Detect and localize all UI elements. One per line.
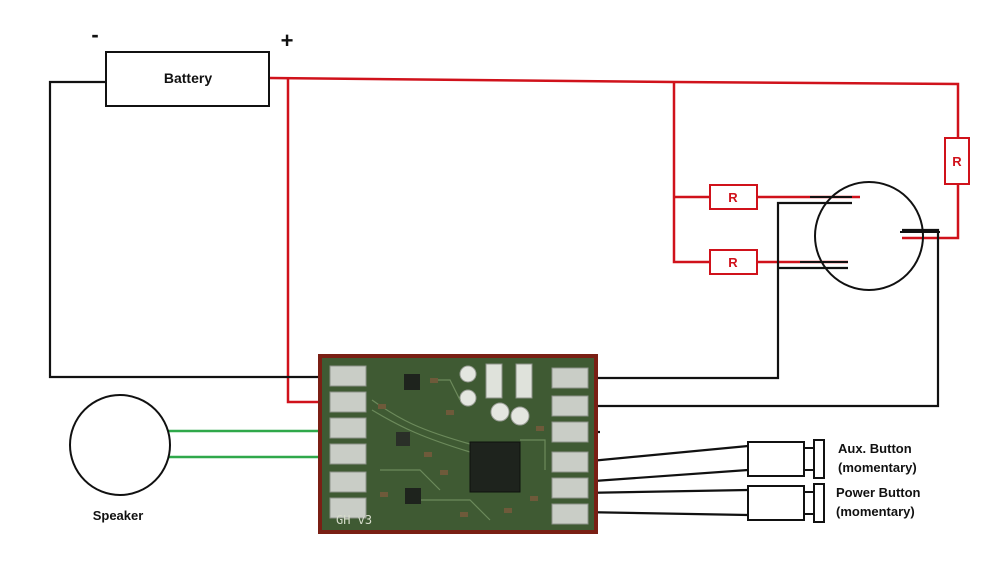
round-pad: [459, 365, 477, 383]
pcb-trace: [410, 499, 491, 521]
resistor-upper-label: R: [728, 190, 738, 205]
resistor-upper: R: [709, 184, 758, 210]
round-pad: [510, 406, 530, 426]
solder-pad: [551, 367, 589, 389]
small-chip: [405, 488, 421, 504]
power-button-wire-a: [579, 488, 749, 495]
aux-button-neck: [803, 447, 815, 471]
sound-board: GH v3: [318, 354, 598, 534]
aux-button-cap: [813, 439, 825, 479]
smd-components: [378, 378, 544, 517]
round-pad: [490, 402, 510, 422]
solder-pad: [551, 503, 589, 525]
power-button-wire-b: [579, 510, 749, 517]
smd-component: [430, 378, 438, 383]
power-button-neck: [803, 491, 815, 515]
power-button-label-line1: Power Button: [836, 485, 921, 500]
solder-pad: [329, 497, 367, 519]
right-resistor-led-wire: [902, 184, 960, 240]
speaker: Speaker: [69, 394, 171, 523]
solder-pad: [551, 421, 589, 443]
resistor-right-label: R: [952, 154, 962, 169]
pcb-trace: [520, 439, 546, 470]
positive-board-feed-wire: [286, 78, 334, 404]
main-chip: [469, 441, 521, 493]
negative-wiring: [48, 80, 940, 517]
aux-button-wire-b: [579, 468, 749, 484]
led-upper-pin-wire: [580, 201, 852, 380]
power-button-body: [747, 485, 805, 521]
solder-pad: [329, 365, 367, 387]
smd-component: [380, 492, 388, 497]
right-solder-pads: [551, 367, 589, 525]
smd-component: [460, 512, 468, 517]
solder-pad: [551, 477, 589, 499]
solder-pad: [515, 363, 533, 399]
aux-button: Aux. Button (momentary): [747, 439, 917, 479]
solder-pad: [329, 471, 367, 493]
resistor-right-body: [944, 137, 970, 185]
positive-main-bus-wire: [269, 76, 960, 138]
smd-component: [536, 426, 544, 431]
speaker-wiring: [136, 429, 340, 459]
top-center-pads: [485, 363, 533, 399]
board-silkscreen-text: GH v3: [336, 513, 372, 527]
battery-label: Battery: [164, 70, 212, 86]
solder-pad: [485, 363, 503, 399]
round-pads: [459, 365, 530, 426]
smd-component: [530, 496, 538, 501]
aux-button-wire-a: [579, 444, 749, 464]
left-solder-pads: [329, 365, 367, 519]
resistor-lower-body: [709, 249, 758, 275]
positive-wiring: [269, 76, 960, 404]
battery-negative-wire: [48, 80, 334, 379]
smd-component: [378, 404, 386, 409]
smd-component: [424, 452, 432, 457]
pcb-trace: [371, 409, 471, 453]
led-right-pin-wire: [580, 228, 940, 408]
resistor-upper-body: [709, 184, 758, 210]
smd-component: [446, 410, 454, 415]
solder-pad: [551, 395, 589, 417]
speaker-circle: [69, 394, 171, 496]
smd-component: [504, 508, 512, 513]
battery-body: [105, 51, 270, 107]
small-chip: [404, 374, 420, 390]
smd-component: [440, 470, 448, 475]
solder-pad: [551, 451, 589, 473]
speaker-label: Speaker: [93, 508, 144, 523]
resistor-lower: R: [709, 249, 758, 275]
solder-pad: [329, 443, 367, 465]
aux-button-body: [747, 441, 805, 477]
power-button-label-line2: (momentary): [836, 504, 915, 519]
resistor-lower-label: R: [728, 255, 738, 270]
solder-pad: [329, 391, 367, 413]
aux-button-label-line2: (momentary): [838, 460, 917, 475]
round-pad: [459, 389, 477, 407]
battery-positive-sign: +: [281, 28, 294, 53]
resistor-right: R: [944, 137, 970, 185]
power-button-cap: [813, 483, 825, 523]
solder-pad: [329, 417, 367, 439]
battery: Battery - +: [91, 22, 294, 107]
battery-negative-sign: -: [91, 22, 98, 47]
positive-resistor-branch-wire: [672, 82, 710, 264]
power-button: Power Button (momentary): [747, 483, 921, 523]
aux-button-label-line1: Aux. Button: [838, 441, 912, 456]
small-chip: [396, 432, 410, 446]
led-circle: [814, 181, 924, 291]
pcb-trace: [380, 469, 441, 491]
